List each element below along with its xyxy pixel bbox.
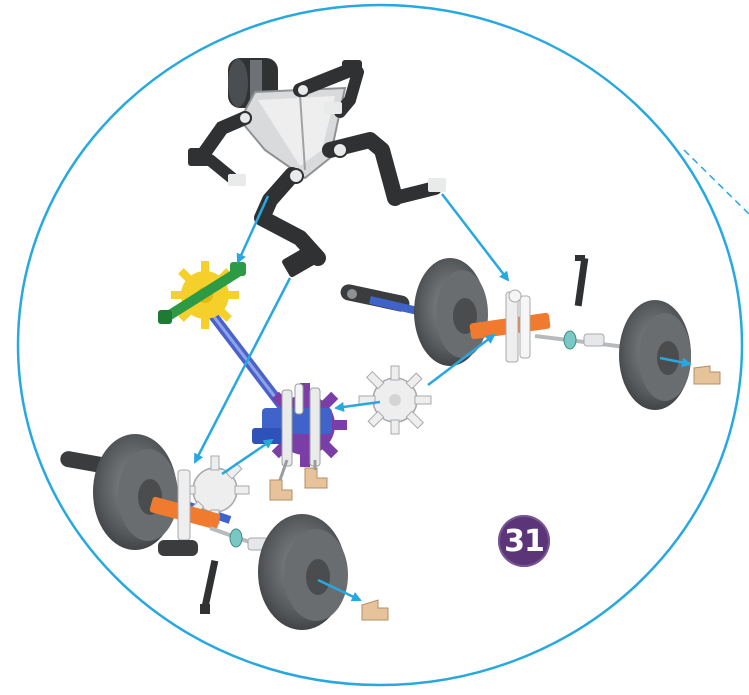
tan-end-cap-icon	[362, 600, 388, 620]
arrow-icon	[238, 196, 268, 262]
rod-indicator-icon	[575, 258, 589, 307]
arrow-icon	[222, 440, 272, 474]
purple-gear-connector-icon	[252, 383, 347, 500]
white-gear-connector-icon	[359, 366, 431, 434]
step-number-badge: 31	[498, 515, 550, 567]
wheel-icon	[258, 514, 348, 630]
step-number: 31	[504, 524, 544, 559]
wheel-icon	[93, 434, 178, 550]
yellow-gear-connector-icon	[158, 261, 285, 410]
wheel-icon	[414, 258, 488, 366]
wheel-icon	[619, 300, 691, 410]
robot-figure-icon	[188, 58, 446, 278]
callout-dashed-line	[684, 150, 749, 214]
right-axle-assembly-icon	[339, 255, 650, 366]
tan-end-cap-icon	[694, 366, 720, 384]
